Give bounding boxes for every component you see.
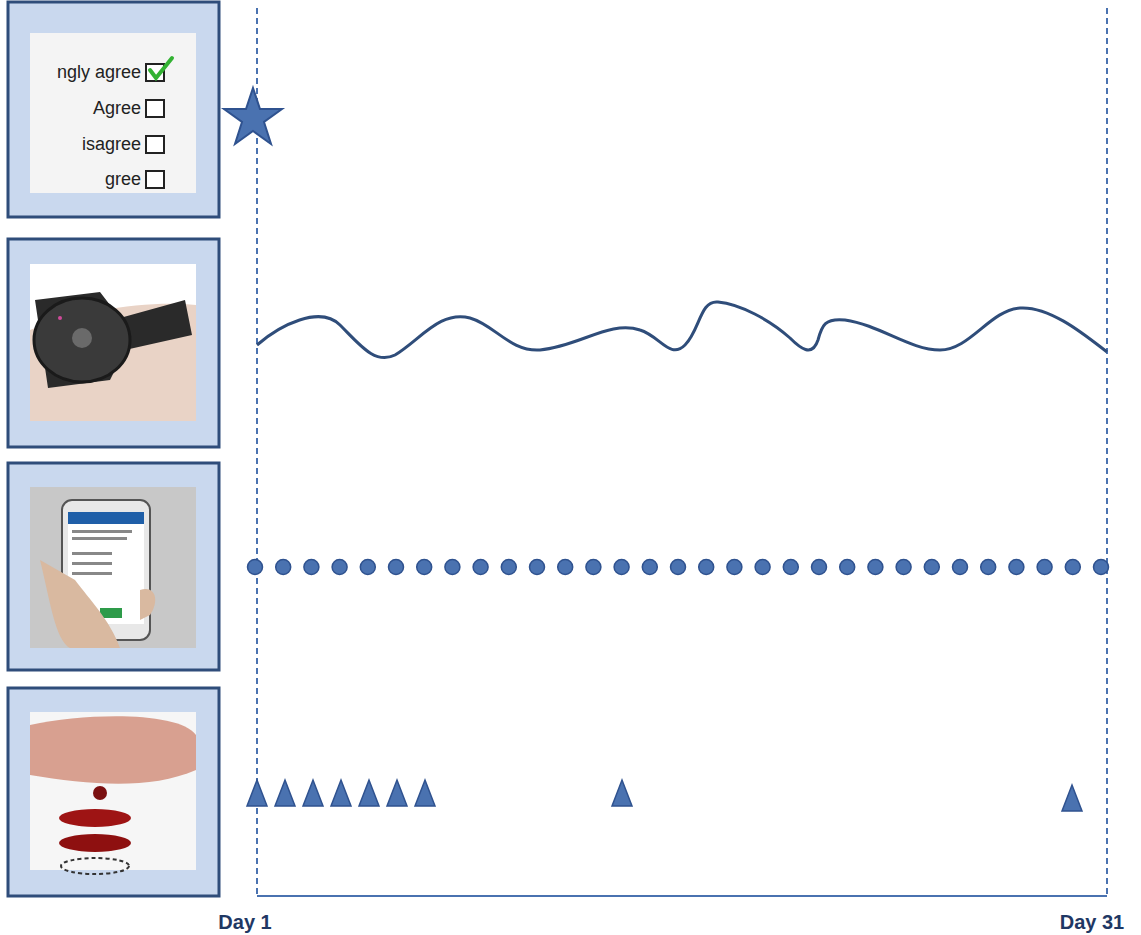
survey-dot — [642, 560, 657, 575]
survey-dot — [473, 560, 488, 575]
survey-dot — [755, 560, 770, 575]
sample-triangle — [612, 780, 632, 806]
sample-triangle — [303, 780, 323, 806]
survey-dot — [812, 560, 827, 575]
wristband-image — [30, 264, 196, 421]
questionnaire-text: ngly agree — [57, 63, 141, 81]
survey-dot — [981, 560, 996, 575]
survey-dot — [501, 560, 516, 575]
survey-dot — [586, 560, 601, 575]
day-label: Day 1 — [218, 912, 271, 932]
panel-frames — [8, 2, 219, 896]
daily-survey-dots — [248, 560, 1109, 575]
survey-dot — [840, 560, 855, 575]
survey-dot — [614, 560, 629, 575]
survey-dot — [1037, 560, 1052, 575]
blood-sample-triangles — [247, 780, 1082, 811]
sample-triangle — [275, 780, 295, 806]
survey-dot — [1094, 560, 1109, 575]
smartphone-image — [30, 487, 196, 648]
survey-dot — [530, 560, 545, 575]
survey-dot — [445, 560, 460, 575]
survey-dot — [896, 560, 911, 575]
survey-star — [224, 88, 282, 144]
survey-dot — [783, 560, 798, 575]
survey-dot — [727, 560, 742, 575]
sensor-signal-wave — [257, 302, 1107, 358]
questionnaire-text: isagree — [82, 135, 141, 153]
survey-dot — [304, 560, 319, 575]
sample-triangle — [331, 780, 351, 806]
survey-dot — [276, 560, 291, 575]
survey-dot — [699, 560, 714, 575]
survey-dot — [360, 560, 375, 575]
day-label: Day 31 — [1060, 912, 1125, 932]
sample-triangle — [387, 780, 407, 806]
sample-triangle — [359, 780, 379, 806]
survey-dot — [671, 560, 686, 575]
survey-dot — [389, 560, 404, 575]
questionnaire-text: Agree — [93, 99, 141, 117]
survey-dot — [332, 560, 347, 575]
survey-dot — [558, 560, 573, 575]
timeline-frame — [257, 8, 1107, 896]
survey-dot — [1065, 560, 1080, 575]
sample-triangle — [1062, 785, 1082, 811]
survey-dot — [417, 560, 432, 575]
survey-dot — [1009, 560, 1024, 575]
survey-dot — [924, 560, 939, 575]
questionnaire-image — [30, 33, 196, 193]
sample-triangle — [415, 780, 435, 806]
survey-dot — [248, 560, 263, 575]
sample-triangle — [247, 780, 267, 806]
survey-dot — [953, 560, 968, 575]
survey-dot — [868, 560, 883, 575]
blood-spot-image — [30, 712, 196, 874]
questionnaire-text: gree — [105, 170, 141, 188]
